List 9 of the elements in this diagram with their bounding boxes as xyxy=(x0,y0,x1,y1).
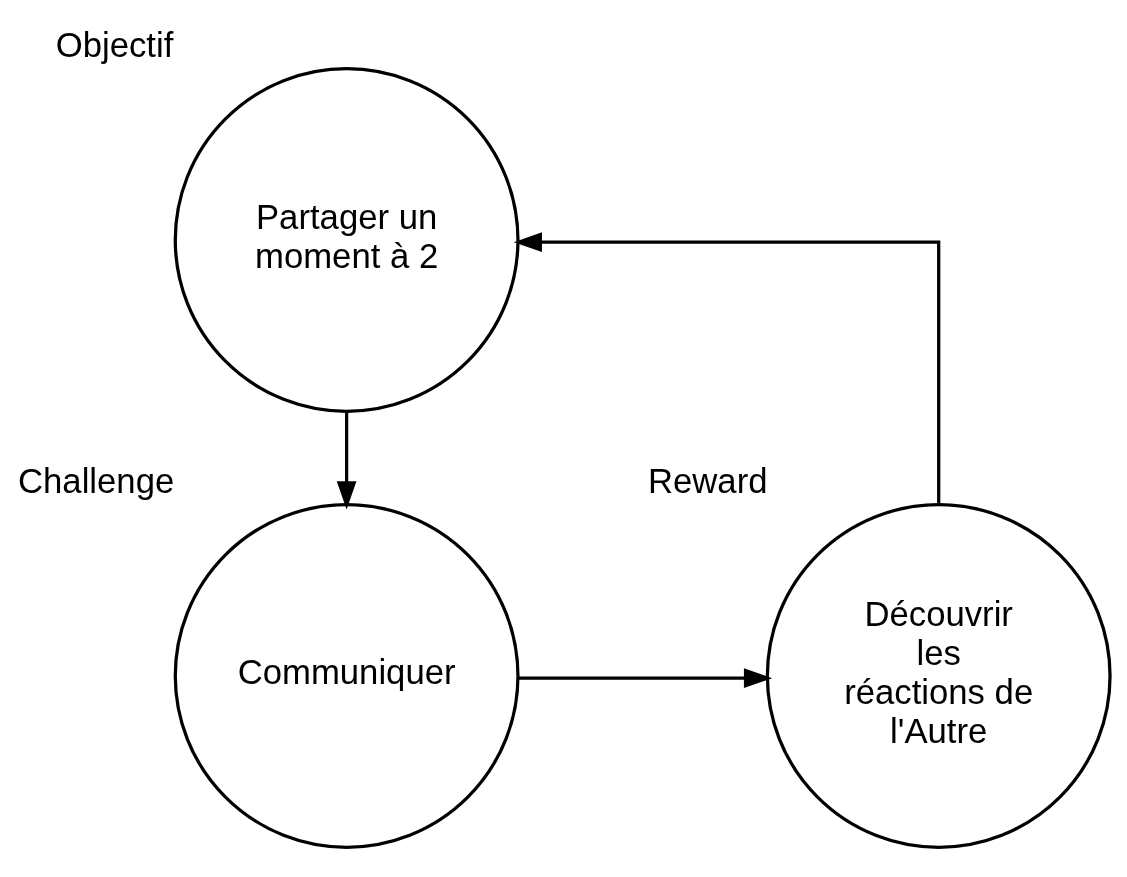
arrow xyxy=(513,232,941,505)
node-label: Reward xyxy=(647,462,768,501)
node-circle: Communiquer xyxy=(173,503,520,849)
arrow xyxy=(336,411,357,510)
node-circle: Partager un moment à 2 xyxy=(173,67,520,413)
node-label: Objectif xyxy=(55,26,174,65)
node-circle: Découvrir les réactions de l'Autre xyxy=(765,503,1112,849)
node-label: Challenge xyxy=(18,462,175,501)
arrow xyxy=(518,668,773,689)
